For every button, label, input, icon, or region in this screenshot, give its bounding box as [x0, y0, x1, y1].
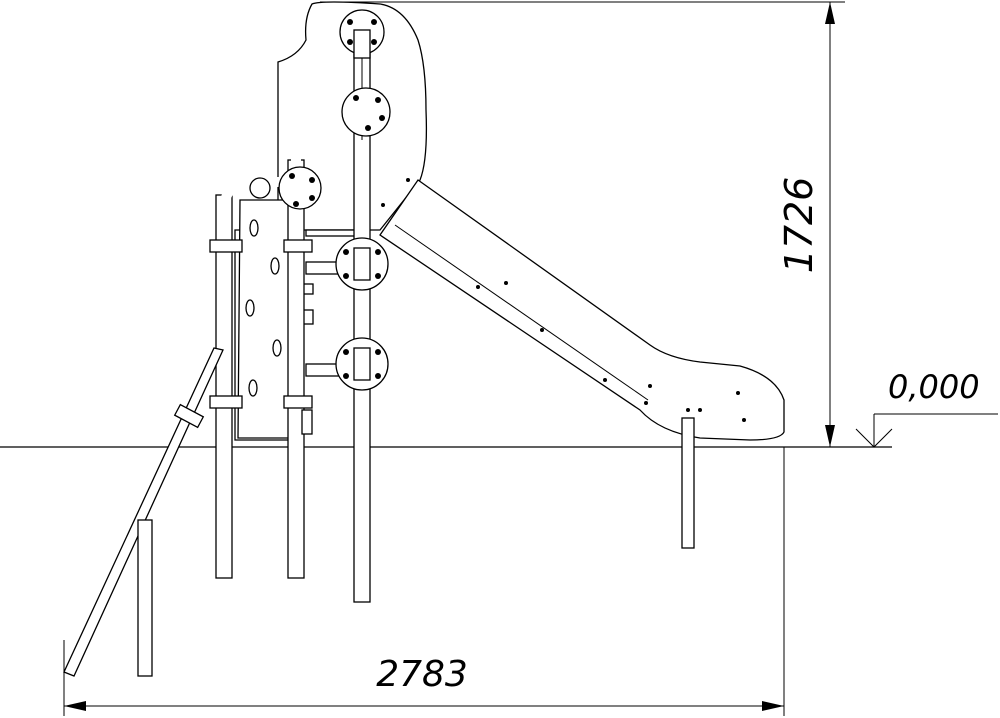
ladder-support-leg — [137, 519, 153, 677]
pipe-clamps — [209, 239, 313, 435]
climbing-hold — [248, 379, 258, 397]
middle-post — [287, 159, 305, 579]
level-mark: 0,000 — [855, 368, 998, 448]
width-dimension-label: 2783 — [376, 654, 468, 695]
width-dimension: 2783 — [63, 447, 785, 716]
level-mark-label: 0,000 — [888, 368, 980, 406]
ball-connectors — [249, 9, 391, 391]
climbing-hold — [270, 257, 280, 275]
climbing-hold — [272, 339, 282, 357]
ladder — [63, 347, 224, 677]
climbing-hold — [245, 299, 255, 317]
slide-support-leg — [681, 417, 695, 549]
climbing-wall — [237, 199, 291, 439]
top-cap-connector — [339, 9, 385, 59]
handrails — [219, 105, 356, 240]
height-dimension: 1726 — [320, 1, 845, 447]
height-dimension-label: 1726 — [777, 177, 821, 274]
slide-chute — [379, 178, 785, 549]
climbing-hold — [249, 219, 259, 237]
